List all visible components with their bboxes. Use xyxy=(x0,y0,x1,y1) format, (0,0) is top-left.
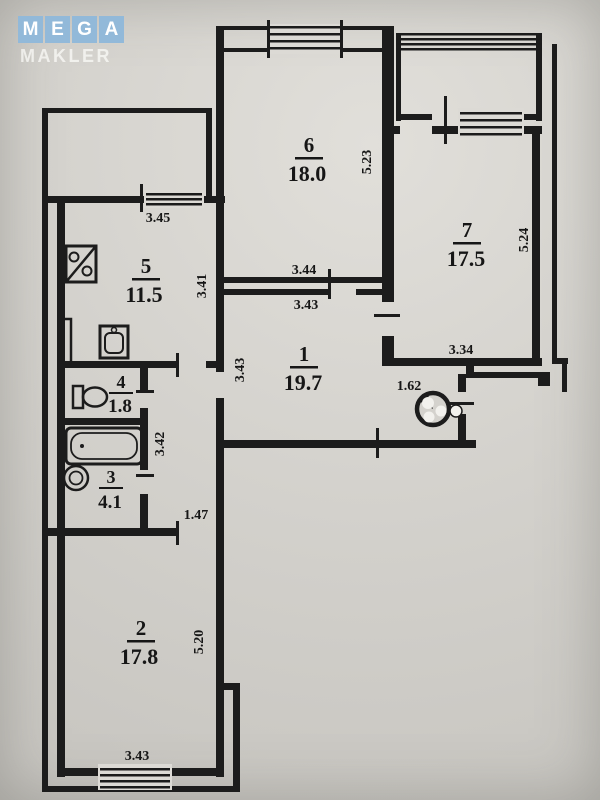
room-number: 7 xyxy=(462,218,473,242)
dimension-label: 3.44 xyxy=(292,263,317,278)
dimension-label: 1.47 xyxy=(184,508,209,523)
room-area: 17.8 xyxy=(120,644,159,669)
dimension-label: 5.24 xyxy=(517,228,532,253)
dimension-label: 3.41 xyxy=(195,274,210,299)
dimension-label: 3.42 xyxy=(153,432,168,457)
washbasin-icon xyxy=(62,464,90,492)
dimension-label: 3.43 xyxy=(125,749,150,764)
room-label-1: 1 19.7 xyxy=(284,342,323,395)
room-number: 6 xyxy=(304,133,315,157)
dimension-labels: 3.45 3.41 5.23 3.44 3.43 3.43 5.24 3.34 … xyxy=(125,150,532,764)
dimension-label: 3.43 xyxy=(294,298,319,313)
dimension-label: 5.23 xyxy=(360,150,375,175)
door-ticks xyxy=(136,96,474,545)
room-number: 1 xyxy=(299,342,310,366)
logo-subtitle: MAKLER xyxy=(20,46,112,66)
window-room7 xyxy=(458,108,524,138)
room-label-2: 2 17.8 xyxy=(120,616,159,669)
logo-mega-tiles: M E G A xyxy=(18,16,124,43)
dimension-label: 3.34 xyxy=(449,343,474,358)
stove-icon xyxy=(64,244,98,284)
window-room2 xyxy=(98,764,172,790)
dimension-label: 3.45 xyxy=(146,211,171,226)
room-label-7: 7 17.5 xyxy=(447,218,486,271)
window-room6 xyxy=(267,20,343,58)
room-number: 3 xyxy=(107,467,116,487)
window-room5-loggia xyxy=(144,190,204,208)
room-area: 19.7 xyxy=(284,370,323,395)
toilet-icon xyxy=(71,384,109,410)
room-number: 2 xyxy=(136,616,147,640)
room-label-5: 5 11.5 xyxy=(125,254,162,307)
room-area: 18.0 xyxy=(288,161,327,186)
dimension-label: 3.43 xyxy=(233,358,248,383)
logo-tile: E xyxy=(45,16,70,43)
room-label-4: 4 1.8 xyxy=(108,372,133,417)
vent-fan-icon xyxy=(414,390,463,428)
dimension-label: 1.62 xyxy=(397,379,422,394)
room-number: 5 xyxy=(141,254,152,278)
window-balcony xyxy=(396,33,542,51)
agency-logo: M E G A MAKLER xyxy=(18,16,124,67)
room-area: 1.8 xyxy=(108,396,132,417)
room-number: 4 xyxy=(117,372,126,392)
logo-tile: A xyxy=(99,16,124,43)
room-area: 11.5 xyxy=(125,282,162,307)
logo-tile: G xyxy=(72,16,97,43)
room-label-3: 3 4.1 xyxy=(98,467,123,513)
logo-tile: M xyxy=(18,16,43,43)
room-label-6: 6 18.0 xyxy=(288,133,327,186)
dimension-label: 5.20 xyxy=(192,630,207,655)
kitchen-sink-icon xyxy=(98,324,130,360)
room-area: 4.1 xyxy=(98,492,122,513)
room-area: 17.5 xyxy=(447,246,486,271)
vent-duct xyxy=(57,317,73,366)
bathtub-icon xyxy=(64,426,144,466)
